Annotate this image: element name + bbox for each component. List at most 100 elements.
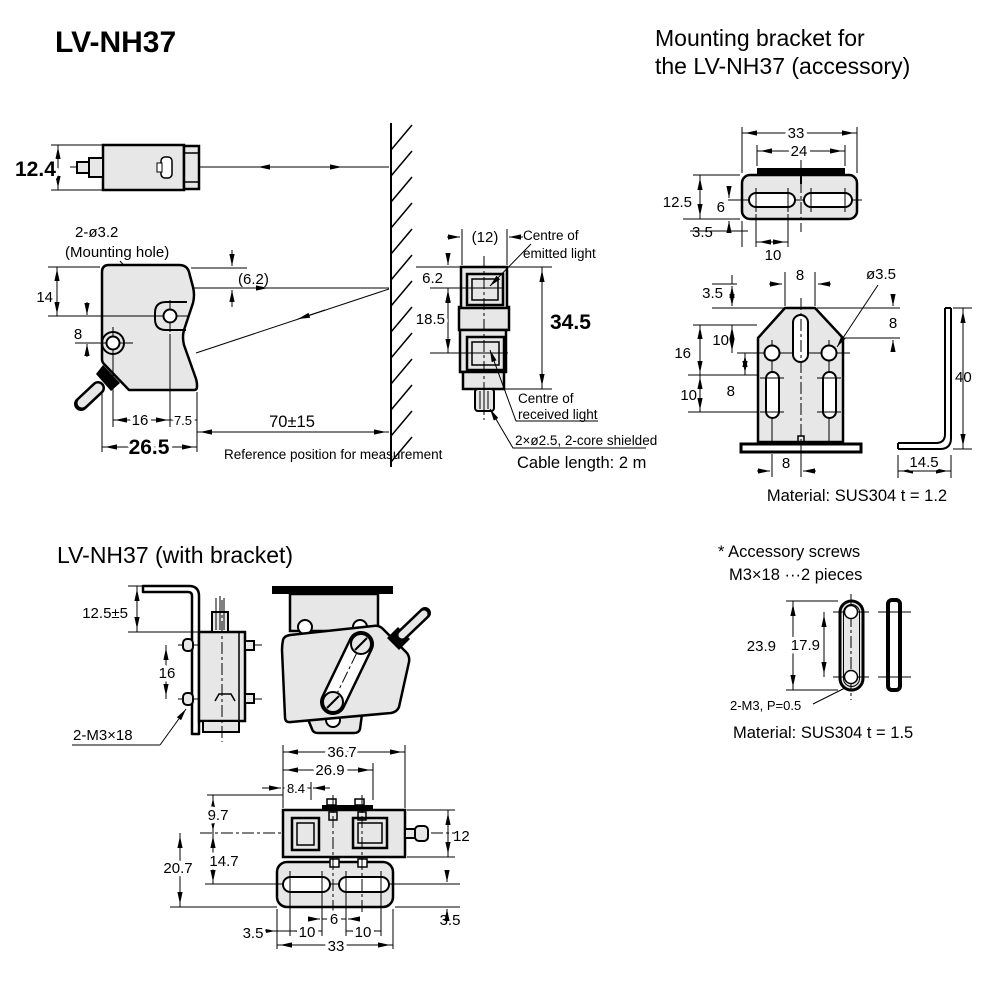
dimension-26-9: 26.9	[283, 759, 374, 800]
dim-label-20-7: 20.7	[163, 860, 192, 877]
dim-label: 8	[74, 326, 82, 343]
with-bracket-side-view: 12.5±5 16 2-M3×18	[72, 584, 262, 746]
emitted-light-leader	[489, 243, 532, 287]
sensor-top-view: 12.4 2-ø3.2 (Mounting hole)	[12, 143, 389, 312]
dim-label-3-5: 3.5	[243, 925, 264, 942]
dimension-40: 40	[953, 307, 972, 450]
mounting-hole-callout-line2: (Mounting hole)	[65, 244, 169, 261]
emitted-light-label-2: emitted light	[523, 246, 596, 261]
bracket-slot-right	[338, 876, 390, 893]
dim-label: (12)	[472, 229, 499, 246]
dimension-18-5: 18.5	[412, 288, 451, 353]
dimension-3-5-top: 3.5	[702, 275, 735, 306]
dim-label-10l: 10	[299, 924, 316, 941]
dim-label: 6.2	[422, 270, 443, 287]
received-light-leader	[489, 349, 598, 422]
dim-label: 16	[674, 345, 691, 362]
sensor-nose-cap	[182, 144, 201, 191]
dim-label: 17.9	[791, 637, 820, 654]
screw-callout: 2-M3×18	[72, 708, 187, 746]
dimension-14: 14	[33, 266, 100, 316]
dimension-8-4: 8.4	[262, 778, 330, 800]
dim-label: 23.9	[747, 638, 776, 655]
dimension-16: 16	[674, 325, 703, 375]
dimension-12-5-5: 12.5±5	[79, 585, 199, 633]
dimension-17-9: 17.9	[787, 612, 827, 677]
dim-label: 36.7	[327, 744, 356, 761]
dimension-10: 10	[741, 214, 789, 264]
reference-note: Reference position for measurement	[224, 447, 443, 462]
dim-label: 8	[889, 315, 897, 332]
dim-label: 12.5	[663, 194, 692, 211]
dim-label: 3.5	[702, 285, 723, 302]
dim-label: 10	[765, 247, 782, 264]
bracket-profile	[141, 584, 201, 736]
dimension-23-9: 23.9	[743, 600, 838, 691]
dim-label: (6.2)	[238, 271, 269, 288]
material-note: Material: SUS304 t = 1.5	[733, 724, 913, 742]
screw-head-top	[182, 638, 194, 652]
sensor-front-view: (12) 6.2 18.5	[412, 228, 657, 472]
dim-label-14-7: 14.7	[209, 853, 238, 870]
bracket-top-view: 33 24 12.5 6 3.5	[663, 122, 862, 264]
lower-mounting-hole	[105, 335, 121, 351]
sensor-body	[100, 263, 199, 392]
bracket-side-view	[897, 307, 952, 450]
dim-label: 40	[955, 369, 972, 386]
dimension-6: 6	[717, 186, 732, 233]
dimension-16: 16	[155, 645, 179, 699]
dimension-12: (12)	[447, 229, 523, 246]
dimension-10-lower: 10	[680, 375, 703, 412]
dim-label: 8	[796, 267, 804, 284]
dimension-3-5-right: 3.5	[395, 870, 460, 929]
dim-label: 34.5	[550, 311, 591, 334]
indicator-window	[160, 156, 173, 179]
nut-bottom	[244, 693, 255, 704]
dim-label: 12.4	[15, 158, 56, 181]
screw-hole-right	[820, 344, 838, 362]
dimension-14-5: 14.5	[897, 451, 952, 478]
dim-label: 33	[788, 125, 805, 142]
dimension-36-7: 36.7	[282, 741, 406, 808]
emitted-light-label-1: Centre of	[523, 228, 579, 243]
dim-label: 10	[680, 387, 697, 404]
dim-label: 24	[791, 143, 808, 160]
dimension-8-right: 8	[817, 294, 901, 352]
dimension-12: 12	[407, 809, 470, 858]
dimension-8-inner: 8	[727, 353, 748, 400]
dimension-3-5: 3.5	[690, 224, 748, 241]
accessory-note-line2: M3×18 ···2 pieces	[729, 566, 862, 584]
with-bracket-section-title: LV-NH37 (with bracket)	[57, 542, 293, 568]
screw-hole-left	[763, 344, 781, 362]
dimension-8: 8	[70, 302, 90, 357]
dimension-8-bottom: 8	[757, 452, 816, 477]
dim-label: 8	[782, 455, 790, 472]
lower-slot-right	[822, 371, 837, 419]
bracket-rail	[272, 586, 393, 594]
thread-hole-bottom	[843, 669, 859, 685]
wall-hatching	[390, 124, 413, 463]
dim-label: 2-M3×18	[73, 727, 133, 744]
received-light-label-1: Centre of	[518, 391, 574, 406]
dim-label-6: 6	[330, 911, 338, 928]
callout-hole-dia: ø3.5	[836, 266, 896, 348]
sensor-side-view: 14 8 (6.2)	[33, 250, 443, 463]
dim-label: 8	[727, 383, 735, 400]
spacer-side-view	[886, 598, 902, 692]
thread-callout: 2-M3, P=0.5	[730, 687, 846, 713]
dim-label-33: 33	[328, 938, 345, 955]
cable-spec-leader	[489, 408, 646, 449]
mounting-slot-left	[748, 192, 796, 208]
dim-label: 8.4	[287, 781, 305, 796]
dimension-12-5: 12.5	[663, 174, 740, 220]
dimension-lines-bottom: 16 7.5 26.5 70±15 Reference position for…	[101, 334, 443, 463]
dim-label: 18.5	[416, 311, 445, 328]
emitter-window	[465, 272, 505, 307]
dim-label-10r: 10	[355, 924, 372, 941]
cable-spec-label: 2×ø2.5, 2-core shielded	[515, 433, 657, 448]
dimension-6-2-front: 6.2	[419, 253, 451, 302]
emitter-window	[290, 816, 321, 852]
dimension-24: 24	[756, 140, 846, 166]
receiver-window	[351, 816, 389, 850]
